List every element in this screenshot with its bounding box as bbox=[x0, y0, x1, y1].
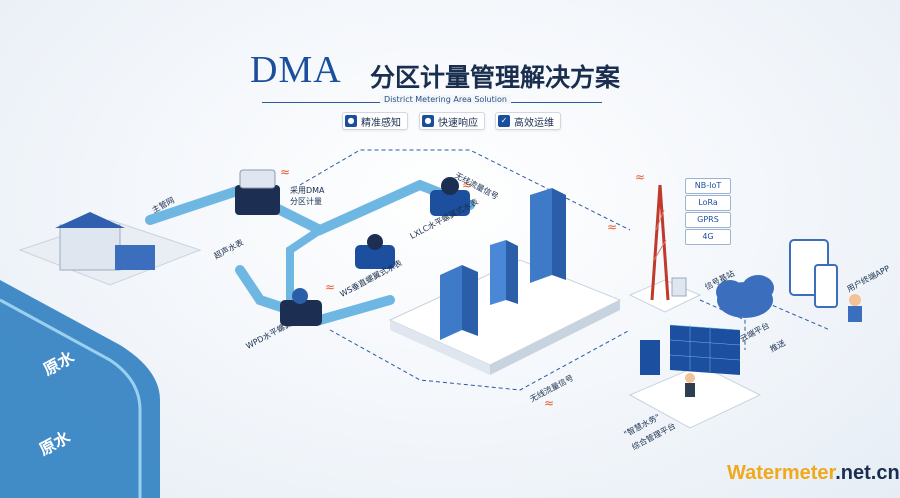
feature-label-3: 高效运维 bbox=[514, 117, 554, 129]
raw-water-pipe bbox=[0, 280, 160, 498]
meter-ultrasonic bbox=[235, 169, 280, 215]
devices bbox=[789, 239, 862, 322]
title-english: District Metering Area Solution bbox=[380, 95, 511, 104]
feature-badge-3: ✓ 高效运维 bbox=[495, 112, 561, 130]
network-badge-lora: LoRa bbox=[685, 195, 731, 211]
network-badge-gprs: GPRS bbox=[685, 212, 731, 228]
meter-lxlc bbox=[430, 177, 470, 216]
feature-badge-1: ● 精准感知 bbox=[342, 112, 408, 130]
cloud-icon bbox=[716, 275, 774, 318]
watermark-part2: .net.cn bbox=[835, 462, 900, 484]
label-dma-zone: 采用DMA分区计量 bbox=[290, 186, 325, 206]
buildings bbox=[440, 188, 566, 340]
signal-tower bbox=[628, 184, 702, 313]
meter-wpd bbox=[280, 288, 322, 326]
wifi-icon: ≈ bbox=[607, 220, 618, 234]
wifi-icon: ≈ bbox=[325, 280, 336, 294]
network-badge-nbiot: NB-IoT bbox=[685, 178, 731, 194]
meter-ws bbox=[355, 234, 395, 269]
title-dma: DMA bbox=[250, 49, 342, 91]
water-plant bbox=[18, 212, 202, 286]
person-icon: ● bbox=[345, 115, 357, 127]
watermark: Watermeter.net.cn bbox=[727, 462, 900, 485]
title-chinese: 分区计量管理解决方案 bbox=[370, 63, 621, 92]
network-badge-4g: 4G bbox=[685, 229, 731, 245]
watermark-part1: Watermeter bbox=[727, 462, 836, 484]
wifi-icon: ≈ bbox=[462, 178, 473, 192]
check-icon: ✓ bbox=[498, 115, 510, 127]
feature-label-2: 快速响应 bbox=[438, 117, 478, 129]
user-icon: ● bbox=[422, 115, 434, 127]
command-center bbox=[628, 324, 762, 429]
wifi-icon: ≈ bbox=[280, 165, 291, 179]
wifi-icon: ≈ bbox=[635, 170, 646, 184]
feature-label-1: 精准感知 bbox=[361, 117, 401, 129]
wifi-icon: ≈ bbox=[544, 396, 555, 410]
feature-badge-2: ● 快速响应 bbox=[419, 112, 485, 130]
